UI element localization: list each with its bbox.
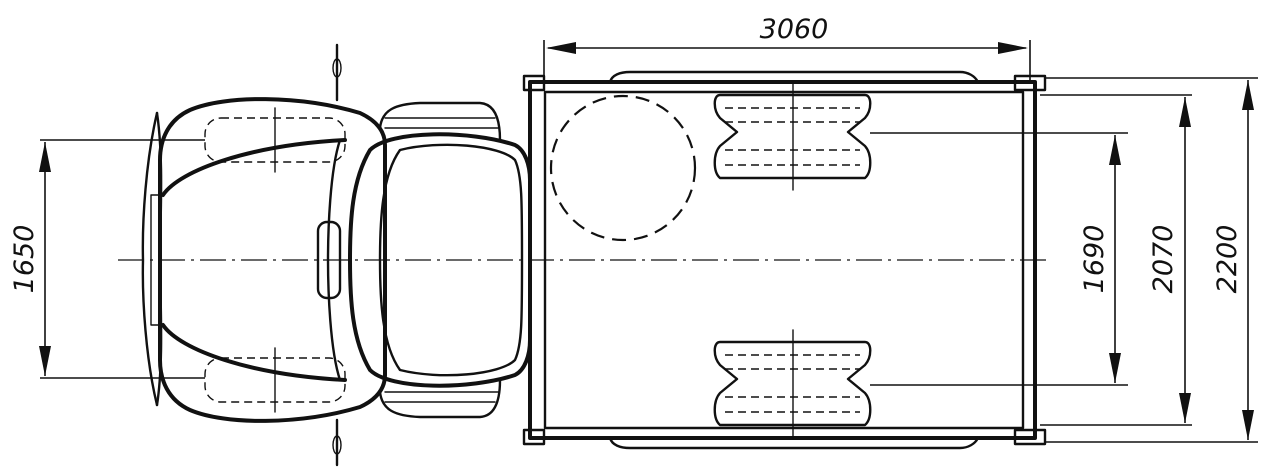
- dimension-front-track: 1650: [9, 139, 205, 379]
- front-wheel-bottom: [204, 347, 346, 413]
- dimension-overall-width: 2200: [1045, 77, 1258, 443]
- dimension-label-platform-length: 3060: [760, 14, 829, 45]
- rear-wheel-bottom: [713, 329, 872, 439]
- fender-bottom: [378, 378, 502, 419]
- dimension-platform-width: 2070: [1040, 94, 1192, 426]
- spare-wheel: [549, 94, 697, 242]
- fender-top: [378, 101, 502, 142]
- windshield: [326, 138, 342, 382]
- dimension-platform-length: 3060: [543, 14, 1031, 80]
- rear-wheel-top: [713, 81, 872, 191]
- seat-cushion: [378, 143, 524, 377]
- dimension-label-rear-track: 1690: [1079, 225, 1110, 294]
- dimension-label-platform-width: 2070: [1148, 225, 1179, 294]
- cargo-platform: [522, 70, 1047, 450]
- dimension-label-front-track: 1650: [9, 225, 40, 294]
- dimension-label-overall-width: 2200: [1212, 225, 1243, 294]
- dimension-rear-track: 1690: [870, 132, 1128, 386]
- windshield-wiper: [316, 220, 342, 300]
- cab-outline: [158, 97, 387, 423]
- mirror-top: [332, 43, 342, 102]
- cab-rear-section: [348, 132, 532, 388]
- mirror-bottom: [332, 418, 342, 467]
- front-wheel-top: [204, 107, 346, 173]
- hood-outline: [161, 138, 347, 382]
